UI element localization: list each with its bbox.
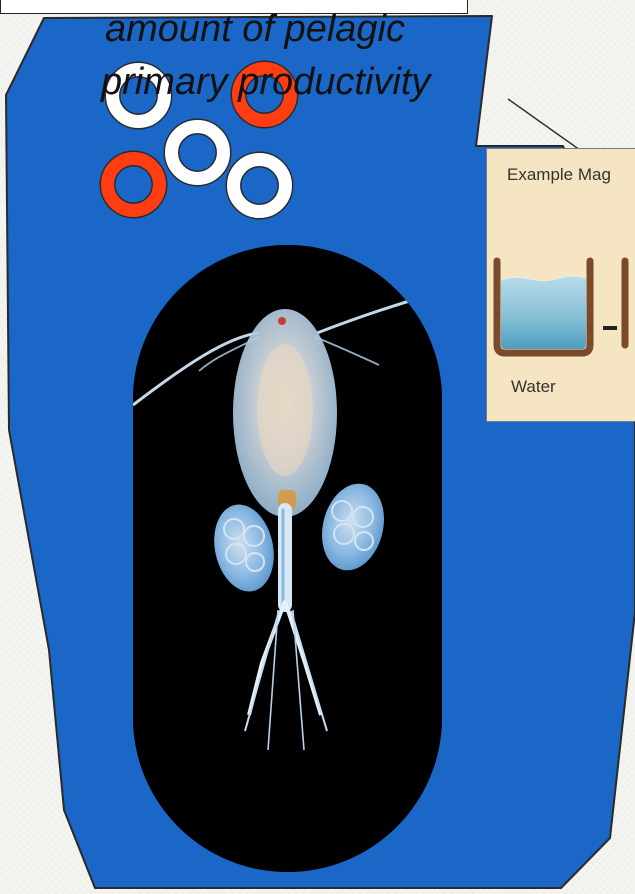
inset-card: Example Mag Water — [486, 148, 635, 422]
water-fill — [501, 276, 586, 349]
nutrient-ring-white — [227, 153, 292, 218]
copepod-photo — [133, 245, 442, 872]
caption-line-2: primary productivity — [101, 63, 430, 101]
nutrient-ring-red — [101, 152, 166, 217]
water-label: Water — [511, 377, 556, 397]
caption-line-1: amount of pelagic — [105, 10, 405, 48]
copepod-illustration — [133, 245, 442, 872]
inset-title: Example Mag — [507, 165, 611, 185]
beaker-illustration — [487, 149, 635, 422]
nutrient-ring-white — [165, 120, 230, 185]
